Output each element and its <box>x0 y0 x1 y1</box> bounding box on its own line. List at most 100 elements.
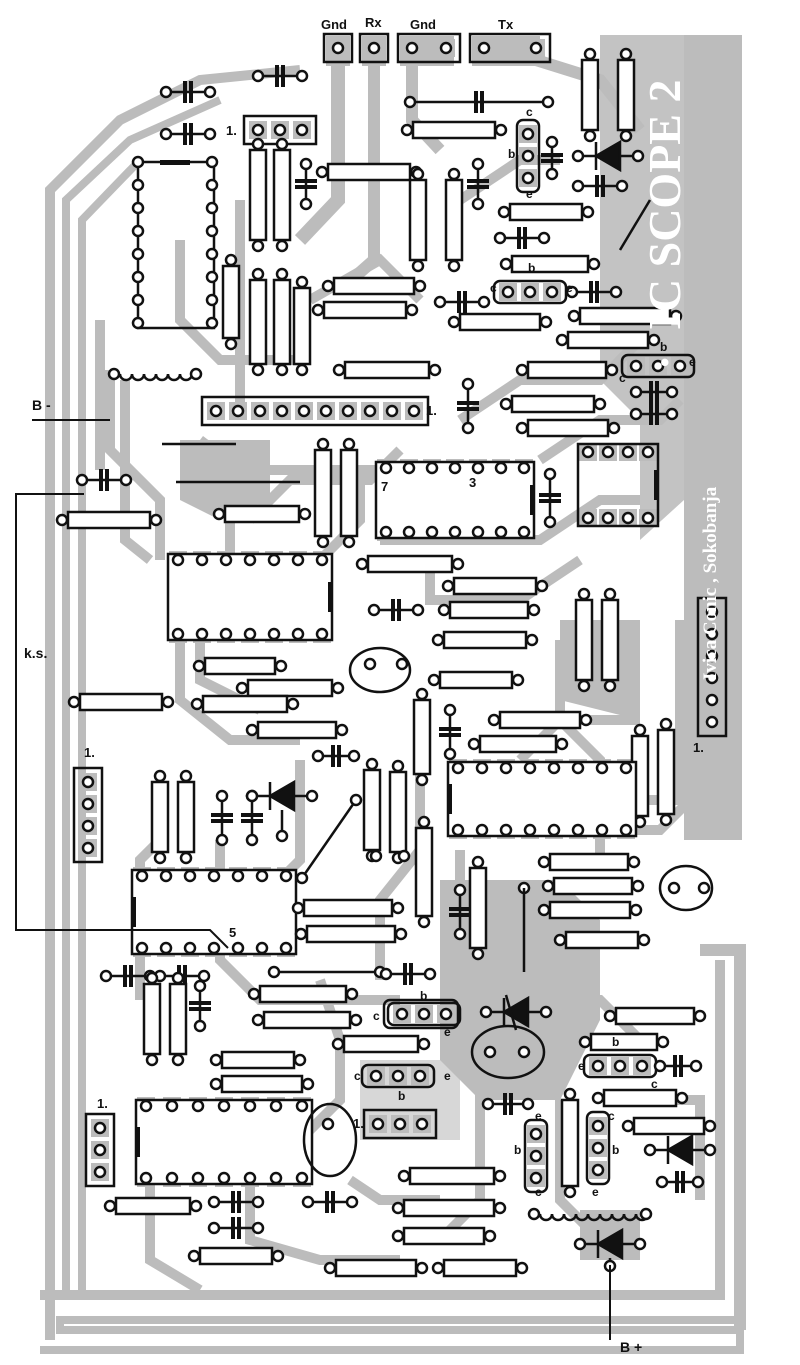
solder-pad <box>385 404 399 418</box>
solder-pad <box>517 525 531 539</box>
ic-pin-label-3: 3 <box>469 475 477 490</box>
solder-pad <box>251 123 265 137</box>
solder-pad <box>621 445 635 459</box>
solder-pad <box>203 127 217 141</box>
solder-pad <box>192 659 206 673</box>
transistor-pin-e: e <box>535 1109 542 1123</box>
solder-pad <box>315 627 329 641</box>
solder-pad <box>405 41 419 55</box>
transistor-outline <box>382 998 460 1030</box>
transistor-outline <box>620 353 696 379</box>
solder-pad <box>191 1171 205 1185</box>
header-outline <box>322 32 354 64</box>
solder-pad <box>411 259 425 273</box>
solder-pad <box>447 167 461 181</box>
solder-pad <box>245 723 259 737</box>
solder-pad <box>165 1099 179 1113</box>
solder-pad <box>245 833 259 847</box>
solder-pad <box>331 1037 345 1051</box>
transistor-pin-e: e <box>578 1059 585 1073</box>
solder-pad <box>601 511 615 525</box>
solder-pad <box>145 1053 159 1067</box>
resistor-body <box>248 148 268 242</box>
solder-pad <box>693 1009 707 1023</box>
solder-pad <box>647 333 661 347</box>
solder-pad <box>93 1143 107 1157</box>
solder-pad <box>629 359 643 373</box>
solder-pad <box>479 1005 493 1019</box>
solder-pad <box>467 737 481 751</box>
solder-pad <box>633 723 647 737</box>
solder-pad <box>705 649 719 663</box>
solder-pad <box>523 761 537 775</box>
solder-pad <box>537 855 551 869</box>
solder-pad <box>187 1249 201 1263</box>
solder-pad <box>345 987 359 1001</box>
solder-pad <box>190 697 204 711</box>
solder-pad <box>643 1143 657 1157</box>
solder-pad <box>275 404 289 418</box>
resistor-body <box>498 710 582 730</box>
solder-pad <box>571 761 585 775</box>
solder-pad <box>291 627 305 641</box>
solder-pad <box>673 359 687 373</box>
solder-pad <box>633 1237 647 1251</box>
solder-pad <box>215 789 229 803</box>
pin1-marker-header-bottom-left: 1. <box>97 1096 108 1111</box>
solder-pad <box>413 1069 427 1083</box>
solder-pad <box>437 603 451 617</box>
solder-pad <box>273 123 287 137</box>
solder-pad <box>301 1077 315 1091</box>
solder-pad <box>631 879 645 893</box>
solder-pad <box>609 285 623 299</box>
resistor-body <box>564 930 640 950</box>
solder-pad <box>286 697 300 711</box>
solder-pad <box>251 137 265 151</box>
solder-pad <box>369 849 383 863</box>
solder-pad <box>493 1201 507 1215</box>
solder-pad <box>275 137 289 151</box>
resistor-body <box>510 394 596 414</box>
solder-pad <box>675 1091 689 1105</box>
solder-pad <box>553 933 567 947</box>
solder-pad <box>571 179 585 193</box>
solder-pad <box>316 535 330 549</box>
solder-pad <box>311 749 325 763</box>
solder-pad <box>427 673 441 687</box>
solder-pad <box>205 316 219 330</box>
resistor-body <box>548 852 630 872</box>
solder-pad <box>205 270 219 284</box>
solder-pad <box>363 657 377 671</box>
solder-pad <box>571 823 585 837</box>
trace <box>457 336 644 425</box>
solder-pad <box>207 941 221 955</box>
solder-pad <box>267 553 281 567</box>
solder-pad <box>417 915 431 929</box>
solder-pad <box>555 333 569 347</box>
transistor-pin-c: c <box>651 1077 658 1091</box>
solder-pad <box>205 178 219 192</box>
ic-notch <box>654 470 659 500</box>
solder-pad <box>139 1099 153 1113</box>
solder-pad <box>483 1229 497 1243</box>
bottom-border-trace <box>40 960 725 1300</box>
resistor-body <box>444 178 464 262</box>
solder-pad <box>402 461 416 475</box>
connector-label-tx: Tx <box>498 17 514 32</box>
solder-pad <box>171 627 185 641</box>
resistor-body <box>313 448 333 538</box>
resistor-body <box>560 1098 580 1188</box>
solder-pad <box>521 1097 535 1111</box>
transistor-pin-c: c <box>526 105 533 119</box>
solder-pad <box>251 267 265 281</box>
solder-pad <box>601 445 615 459</box>
solder-pad <box>255 869 269 883</box>
solder-pad <box>415 1117 429 1131</box>
solder-pad <box>413 279 427 293</box>
diode-body <box>501 995 530 1029</box>
solder-pad <box>705 715 719 729</box>
solder-pad <box>417 815 431 829</box>
solder-pad <box>207 1221 221 1235</box>
resistor-body <box>332 276 416 296</box>
trimmer-outline <box>348 646 412 694</box>
